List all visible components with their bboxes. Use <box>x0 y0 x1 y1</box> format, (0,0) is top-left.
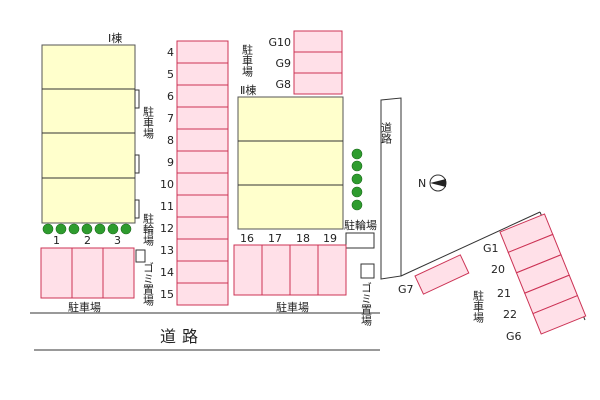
slot-label-g9: G9 <box>275 57 291 70</box>
parking-middle <box>233 244 347 296</box>
parking-column <box>176 40 229 306</box>
slot-label-g7: G7 <box>398 283 414 296</box>
garbage-label-right: ゴミ置場 <box>360 281 373 327</box>
slot-label-11: 11 <box>160 200 174 213</box>
road-label-vertical: 道路 <box>380 121 393 145</box>
slot-label-4: 4 <box>167 46 174 59</box>
building-2-label: Ⅱ棟 <box>240 83 256 97</box>
slot-label-8: 8 <box>167 134 174 147</box>
compass-letter: N <box>418 177 426 190</box>
slot-label-6: 6 <box>167 90 174 103</box>
slot-label-1: 1 <box>53 234 60 247</box>
slot-label-10: 10 <box>160 178 174 191</box>
slot-label-g10: G10 <box>268 36 291 49</box>
garbage-box-left <box>135 249 146 263</box>
road-edge-diagonal <box>400 211 541 277</box>
slot-g7 <box>414 254 470 295</box>
building-2 <box>237 96 344 230</box>
trees-row-1 <box>42 223 132 235</box>
slot-label-13: 13 <box>160 244 174 257</box>
parking-label-middle: 駐車場 <box>276 300 309 314</box>
slot-label-17: 17 <box>268 232 282 245</box>
garbage-box-right <box>360 263 375 279</box>
parking-top <box>293 30 343 95</box>
slot-label-9: 9 <box>167 156 174 169</box>
parking-label-left: 駐車場 <box>68 300 101 314</box>
slot-label-2: 2 <box>84 234 91 247</box>
parking-vertical-label-left: 駐車場 <box>142 105 155 140</box>
slot-label-g8: G8 <box>275 78 291 91</box>
bicycle-parking-label-right: 駐輪場 <box>344 218 377 232</box>
slot-label-22: 22 <box>503 308 517 321</box>
trees-column-2 <box>351 148 363 211</box>
slot-label-14: 14 <box>160 266 174 279</box>
slot-label-12: 12 <box>160 222 174 235</box>
building-1 <box>41 44 140 224</box>
parking-right <box>499 213 587 335</box>
slot-label-21: 21 <box>497 287 511 300</box>
slot-label-19: 19 <box>323 232 337 245</box>
compass-icon <box>429 174 447 192</box>
slot-label-20: 20 <box>491 263 505 276</box>
garbage-label-left: ゴミ置場 <box>142 261 155 307</box>
slot-label-7: 7 <box>167 112 174 125</box>
slot-label-18: 18 <box>296 232 310 245</box>
slot-label-g1: G1 <box>483 242 499 255</box>
building-1-label: Ⅰ棟 <box>108 31 122 45</box>
road-label-main: 道路 <box>160 327 204 346</box>
slot-label-3: 3 <box>114 234 121 247</box>
parking-vertical-label-right: 駐車場 <box>472 289 485 324</box>
slot-label-15: 15 <box>160 288 174 301</box>
slot-label-g6: G6 <box>506 330 522 343</box>
parking-bottom-left <box>40 247 135 299</box>
slot-label-16: 16 <box>240 232 254 245</box>
slot-label-5: 5 <box>167 68 174 81</box>
bicycle-parking-label-left: 駐輪場 <box>142 212 155 247</box>
bicycle-parking-box-right <box>345 232 375 249</box>
parking-vertical-label-top: 駐車場 <box>241 43 254 78</box>
